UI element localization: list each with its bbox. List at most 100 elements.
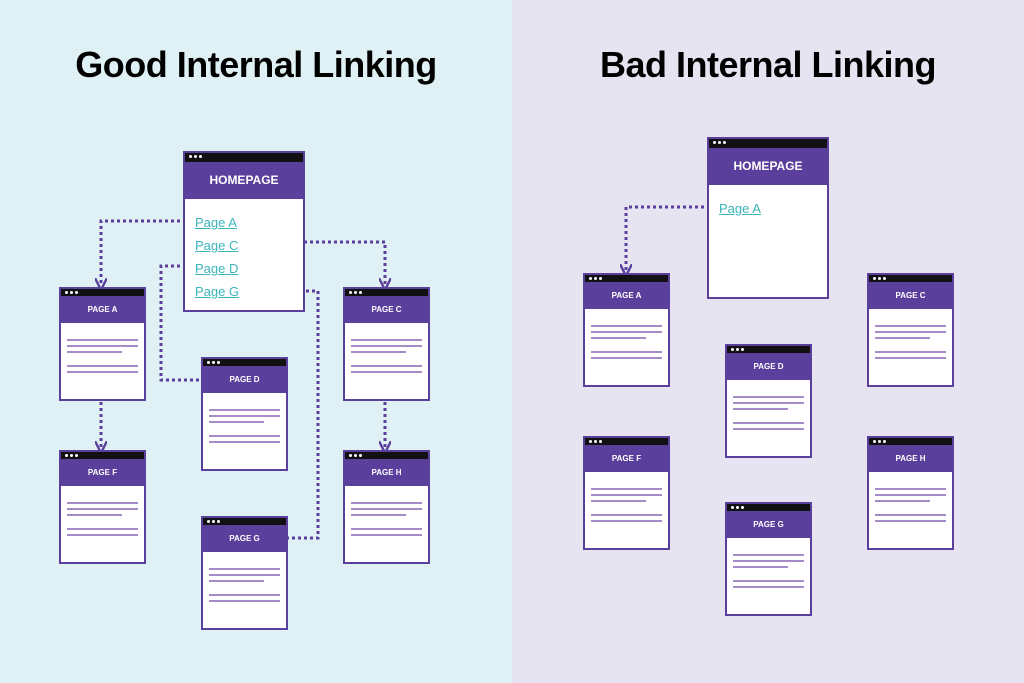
content-line bbox=[209, 568, 280, 570]
content-line bbox=[67, 502, 138, 504]
page-content-lines bbox=[591, 488, 662, 526]
content-line bbox=[733, 566, 789, 568]
content-line bbox=[591, 357, 662, 359]
bad-homepage-window: HOMEPAGE Page A bbox=[707, 137, 829, 299]
content-line bbox=[67, 371, 138, 373]
content-line bbox=[209, 415, 280, 417]
content-line bbox=[209, 421, 265, 423]
page-content-lines bbox=[875, 488, 946, 526]
good-homepage-link-page-c[interactable]: Page C bbox=[195, 238, 239, 253]
window-dots-icon bbox=[349, 454, 352, 457]
content-line bbox=[67, 508, 138, 510]
window-dots-icon bbox=[589, 277, 592, 280]
good-page-a-window: PAGE A bbox=[59, 287, 146, 401]
bad-linking-title: Bad Internal Linking bbox=[599, 44, 937, 85]
content-line bbox=[591, 331, 662, 333]
content-line bbox=[351, 339, 422, 341]
content-line bbox=[733, 580, 804, 582]
good-page-g-window: PAGE G bbox=[201, 516, 288, 630]
bad-homepage-label: HOMEPAGE bbox=[709, 148, 827, 185]
bad-page-c-window: PAGE C bbox=[867, 273, 954, 387]
bad-homepage-link-page-a[interactable]: Page A bbox=[719, 201, 761, 216]
content-line bbox=[351, 351, 407, 353]
good-homepage-link-page-a[interactable]: Page A bbox=[195, 215, 237, 230]
content-line bbox=[351, 514, 407, 516]
page-content-lines bbox=[209, 409, 280, 447]
good-page-c-label: PAGE C bbox=[345, 296, 428, 323]
content-line bbox=[733, 422, 804, 424]
content-line bbox=[209, 409, 280, 411]
content-line bbox=[591, 520, 662, 522]
window-dots-icon bbox=[589, 440, 592, 443]
good-page-g-label: PAGE G bbox=[203, 525, 286, 552]
window-dots-icon bbox=[713, 141, 716, 144]
good-homepage-label: HOMEPAGE bbox=[185, 162, 303, 199]
bad-page-d-label: PAGE D bbox=[727, 353, 810, 380]
good-page-d-window: PAGE D bbox=[201, 357, 288, 471]
page-content-lines bbox=[591, 325, 662, 363]
good-page-a-label: PAGE A bbox=[61, 296, 144, 323]
page-content-lines bbox=[209, 568, 280, 606]
bad-page-f-label: PAGE F bbox=[585, 445, 668, 472]
good-page-f-window: PAGE F bbox=[59, 450, 146, 564]
content-line bbox=[67, 365, 138, 367]
page-content-lines bbox=[351, 502, 422, 540]
content-line bbox=[209, 435, 280, 437]
content-line bbox=[67, 514, 123, 516]
bad-page-g-window: PAGE G bbox=[725, 502, 812, 616]
window-dots-icon bbox=[873, 277, 876, 280]
page-content-lines bbox=[351, 339, 422, 377]
bad-page-c-label: PAGE C bbox=[869, 282, 952, 309]
content-line bbox=[67, 534, 138, 536]
window-dots-icon bbox=[731, 506, 734, 509]
content-line bbox=[351, 371, 422, 373]
good-homepage-link-page-d[interactable]: Page D bbox=[195, 261, 239, 276]
content-line bbox=[591, 500, 647, 502]
window-dots-icon bbox=[65, 291, 68, 294]
page-content-lines bbox=[875, 325, 946, 363]
good-page-c-window: PAGE C bbox=[343, 287, 430, 401]
good-page-f-label: PAGE F bbox=[61, 459, 144, 486]
content-line bbox=[875, 331, 946, 333]
content-line bbox=[351, 365, 422, 367]
content-line bbox=[209, 441, 280, 443]
window-dots-icon bbox=[65, 454, 68, 457]
bad-page-a-label: PAGE A bbox=[585, 282, 668, 309]
content-line bbox=[67, 339, 138, 341]
content-line bbox=[67, 351, 123, 353]
content-line bbox=[591, 337, 647, 339]
good-linking-title: Good Internal Linking bbox=[75, 44, 437, 85]
content-line bbox=[591, 488, 662, 490]
content-line bbox=[875, 488, 946, 490]
content-line bbox=[591, 351, 662, 353]
content-line bbox=[733, 554, 804, 556]
window-dots-icon bbox=[873, 440, 876, 443]
content-line bbox=[733, 586, 804, 588]
content-line bbox=[351, 528, 422, 530]
content-line bbox=[875, 520, 946, 522]
window-dots-icon bbox=[189, 155, 192, 158]
content-line bbox=[875, 357, 946, 359]
content-line bbox=[875, 494, 946, 496]
good-homepage-window: HOMEPAGE Page A Page C Page D Page G bbox=[183, 151, 305, 312]
window-dots-icon bbox=[349, 291, 352, 294]
content-line bbox=[67, 528, 138, 530]
content-line bbox=[733, 408, 789, 410]
content-line bbox=[591, 325, 662, 327]
content-line bbox=[875, 500, 931, 502]
content-line bbox=[351, 534, 422, 536]
content-line bbox=[875, 337, 931, 339]
content-line bbox=[591, 514, 662, 516]
content-line bbox=[351, 502, 422, 504]
content-line bbox=[209, 580, 265, 582]
content-line bbox=[875, 514, 946, 516]
page-content-lines bbox=[733, 396, 804, 434]
content-line bbox=[209, 600, 280, 602]
good-homepage-link-page-g[interactable]: Page G bbox=[195, 284, 240, 299]
page-content-lines bbox=[67, 502, 138, 540]
content-line bbox=[209, 594, 280, 596]
content-line bbox=[67, 345, 138, 347]
bad-page-a-window: PAGE A bbox=[583, 273, 670, 387]
content-line bbox=[733, 396, 804, 398]
page-content-lines bbox=[733, 554, 804, 592]
